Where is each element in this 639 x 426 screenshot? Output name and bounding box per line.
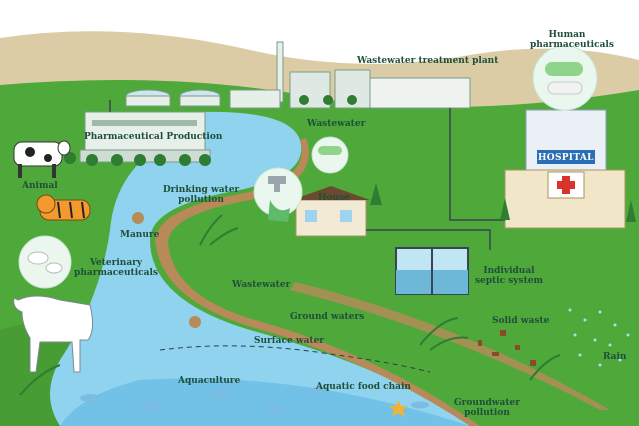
wastewater-treatment-plant <box>229 41 471 109</box>
surface-water-line <box>159 345 431 373</box>
wastewater-top-label: Wastewater <box>307 119 366 129</box>
river-deep <box>60 378 470 426</box>
house-pipe <box>366 229 491 250</box>
pharmaceutical-production-label: Pharmaceutical Production <box>84 132 223 142</box>
animal-label: Animal <box>22 181 58 191</box>
solid-waste-label: Solid waste <box>492 316 550 326</box>
hospital-sign: HOSPITAL <box>538 153 594 163</box>
pill-icon-3 <box>27 251 49 265</box>
manure-microbe-icon <box>132 212 144 224</box>
pill-icon <box>545 62 583 76</box>
aquaculture-label: Aquaculture <box>178 376 241 386</box>
starfish-icon <box>389 400 408 417</box>
tiger-icon <box>36 194 91 221</box>
trees <box>64 95 636 222</box>
house <box>292 186 370 237</box>
horse-icon <box>13 295 94 373</box>
hospital-building <box>504 109 626 229</box>
rain-icon <box>568 308 630 367</box>
manure-label: Manure <box>120 230 160 240</box>
river <box>50 111 470 426</box>
hospital-pipe <box>449 108 505 221</box>
aquatic-food-chain-label: Aquatic food chain <box>316 382 411 392</box>
septic-tank <box>395 247 469 295</box>
groundwater-path <box>290 282 610 410</box>
house-label: House <box>318 193 350 203</box>
ground-waters-label: Ground waters <box>290 312 365 322</box>
solid-waste-icon <box>478 330 536 366</box>
reeds <box>19 214 561 396</box>
pill-icon-2 <box>318 146 342 155</box>
faucet-icon <box>268 176 286 192</box>
surface-water-label: Surface water <box>254 336 325 346</box>
river-microbe-icon <box>189 316 201 328</box>
polluted-glass-icon <box>268 200 290 222</box>
capsule-icon <box>547 81 583 95</box>
fish-icons <box>80 386 429 414</box>
wastewater-treatment-plant-label: Wastewater treatment plant <box>357 56 499 66</box>
wastewater-mid-label: Wastewater <box>232 280 291 290</box>
pharmaceutical-factory <box>79 111 211 163</box>
rain-label: Rain <box>603 352 627 362</box>
treatment-tanks <box>125 89 221 107</box>
human-pharmaceuticals-bubble <box>532 45 598 111</box>
pill-icon-4 <box>45 262 63 274</box>
cow-icon <box>13 140 71 178</box>
